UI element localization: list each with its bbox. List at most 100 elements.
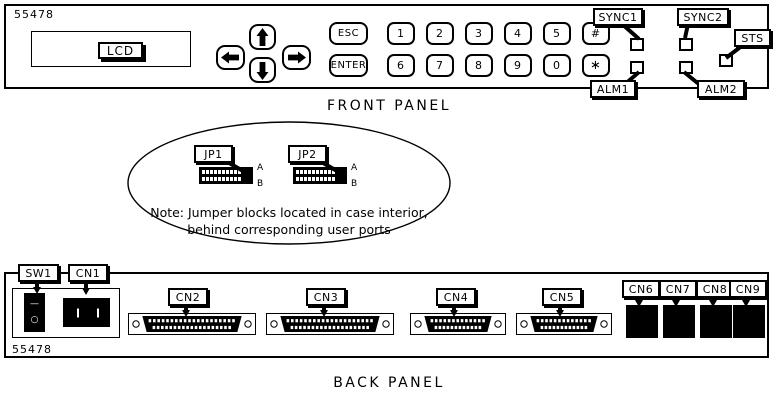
cn9-callout-label: CN9	[729, 280, 767, 298]
cn1-callout-label: CN1	[68, 264, 108, 282]
enter-key[interactable]: ENTER	[329, 54, 368, 77]
down-arrow-key[interactable]	[249, 57, 276, 83]
arrow-up-icon	[256, 27, 269, 46]
jp2-row-a-label: A	[351, 163, 358, 173]
jumper-pin	[296, 170, 299, 174]
keypad-key-0[interactable]: 0	[543, 54, 571, 77]
sts-callout-label: STS	[734, 29, 771, 47]
jumper-pin	[332, 177, 335, 181]
jumper-pin	[320, 170, 323, 174]
jp2-row-b-label: B	[351, 179, 358, 189]
right-arrow-key[interactable]	[282, 45, 311, 70]
sync1-led	[630, 38, 644, 51]
lcd-callout-label: LCD	[98, 42, 143, 59]
jumper-pin	[312, 170, 315, 174]
iec-pin	[77, 308, 79, 317]
jp2-row-b	[296, 177, 344, 181]
cn2-connector	[128, 313, 256, 335]
keypad-key-8[interactable]: 8	[465, 54, 493, 77]
jumper-pin	[202, 177, 205, 181]
jumper-pin	[332, 170, 335, 174]
arrow-left-icon	[221, 51, 239, 64]
cn7-module	[663, 305, 695, 338]
jp2-jumper-block	[293, 167, 347, 184]
cn5-callout-label: CN5	[542, 288, 582, 306]
alm2-led	[679, 61, 693, 74]
sync2-callout-label: SYNC2	[677, 8, 729, 26]
jumper-pin	[210, 170, 213, 174]
esc-key[interactable]: ESC	[329, 22, 368, 45]
alm1-callout-label: ALM1	[590, 80, 636, 98]
jumper-pin	[206, 170, 209, 174]
jumper-pin	[222, 170, 225, 174]
jumper-note-line-2: behind corresponding user ports	[187, 222, 391, 237]
jumper-pin	[218, 177, 221, 181]
jp1-row-b-label: B	[257, 179, 264, 189]
jumper-pin	[234, 170, 237, 174]
front-panel-caption: FRONT PANEL	[326, 98, 452, 114]
jumper-pin	[234, 177, 237, 181]
up-arrow-key[interactable]	[249, 24, 276, 50]
jp1-row-b	[202, 177, 250, 181]
keypad-key-5[interactable]: 5	[543, 22, 571, 45]
keypad-key-4[interactable]: 4	[504, 22, 532, 45]
jumper-pin	[218, 170, 221, 174]
left-arrow-key[interactable]	[216, 45, 245, 70]
jp2-row-a	[296, 170, 344, 174]
jumper-pin	[324, 170, 327, 174]
jumper-pin	[328, 177, 331, 181]
jumper-pin	[304, 177, 307, 181]
jumper-pin	[230, 177, 233, 181]
jumper-pin	[312, 177, 315, 181]
jumper-pin	[324, 177, 327, 181]
jumper-pin	[320, 177, 323, 181]
jumper-pin	[308, 170, 311, 174]
jumper-pin	[296, 177, 299, 181]
sw1-callout-label: SW1	[18, 264, 59, 282]
jumper-pin	[300, 177, 303, 181]
cn3-connector	[266, 313, 394, 335]
cn4-callout-label: CN4	[436, 288, 476, 306]
alm1-led	[630, 61, 644, 74]
jumper-pin	[316, 170, 319, 174]
jumper-pin	[226, 177, 229, 181]
alm2-callout-label: ALM2	[697, 80, 745, 98]
keypad-key-star[interactable]: ∗	[582, 54, 610, 77]
switch-off-mark: ○	[30, 314, 39, 325]
keypad-key-1[interactable]: 1	[387, 22, 415, 45]
jumper-pin	[308, 177, 311, 181]
jumper-pin	[214, 177, 217, 181]
jp1-row-a	[202, 170, 250, 174]
jumper-pin	[214, 170, 217, 174]
keypad-key-3[interactable]: 3	[465, 22, 493, 45]
jumper-pin	[230, 170, 233, 174]
jumper-pin	[206, 177, 209, 181]
jumper-note-line-1: Note: Jumper blocks located in case inte…	[150, 205, 428, 220]
cn4-connector	[410, 313, 506, 335]
arrow-right-icon	[288, 51, 306, 64]
keypad-key-2[interactable]: 2	[426, 22, 454, 45]
arrow-down-icon	[256, 61, 269, 80]
power-switch-rocker[interactable]: — ○	[24, 293, 45, 332]
power-inlet-cn1	[63, 298, 110, 327]
keypad-key-6[interactable]: 6	[387, 54, 415, 77]
jp1-callout-label: JP1	[194, 145, 233, 163]
jumper-pin	[222, 177, 225, 181]
jp2-callout-label: JP2	[288, 145, 327, 163]
jumper-pin	[238, 170, 241, 174]
jp1-jumper-block	[199, 167, 253, 184]
back-panel-part-id: 55478	[12, 343, 52, 356]
jumper-pin	[328, 170, 331, 174]
keypad-key-7[interactable]: 7	[426, 54, 454, 77]
cn6-module	[626, 305, 658, 338]
jumper-pin	[304, 170, 307, 174]
cn2-callout-label: CN2	[168, 288, 208, 306]
keypad-key-9[interactable]: 9	[504, 54, 532, 77]
cn6-callout-label: CN6	[622, 280, 660, 298]
sync1-callout-label: SYNC1	[593, 8, 643, 26]
jumper-pin	[238, 177, 241, 181]
sts-led	[719, 54, 733, 67]
jp1-row-a-label: A	[257, 163, 264, 173]
jumper-pin	[300, 170, 303, 174]
